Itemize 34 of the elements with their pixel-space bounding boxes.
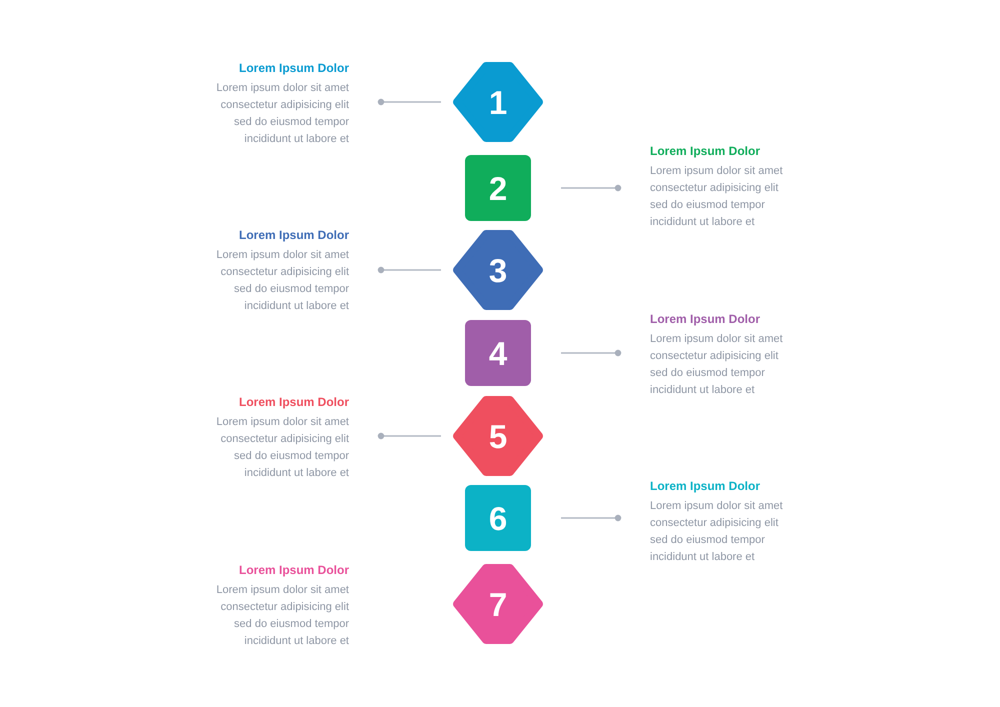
step-heading: Lorem Ipsum Dolor — [238, 394, 349, 410]
leader-line — [561, 184, 622, 192]
step-number: 6 — [488, 502, 508, 534]
step-heading: Lorem Ipsum Dolor — [650, 310, 760, 328]
step-heading: Lorem Ipsum Dolor — [238, 60, 349, 76]
step-hexagon — [453, 62, 543, 142]
step-square — [465, 320, 531, 386]
step-square — [465, 155, 531, 221]
step-square — [465, 485, 531, 551]
step-hexagon — [453, 396, 543, 476]
step-hexagon — [453, 564, 543, 644]
step-description: Lorem ipsum dolor sit amet consectetur adipisicing elit sed do eiusmod tempor incididunt ut labore et — [215, 80, 349, 146]
step-number: 4 — [488, 336, 508, 370]
step-description: Lorem ipsum dolor sit amet consectetur adipisicing elit sed do eiusmod tempor incididunt ut labore et — [650, 164, 784, 230]
step-number: 1 — [488, 86, 508, 118]
step-description: Lorem ipsum dolor sit amet consectetur adipisicing elit sed do eiusmod tempor incididunt ut labore et — [650, 332, 784, 398]
step-heading: Lorem Ipsum Dolor — [238, 226, 349, 244]
step-number: 5 — [488, 420, 508, 452]
step-heading: Lorem Ipsum Dolor — [650, 142, 760, 160]
step-description: Lorem ipsum dolor sit amet consectetur adipisicing elit sed do eiusmod tempor incididunt ut labore et — [215, 582, 349, 648]
step-hexagon — [453, 230, 543, 310]
step-number: 7 — [488, 588, 508, 620]
step-heading: Lorem Ipsum Dolor — [650, 478, 760, 494]
leader-line — [378, 432, 441, 440]
step-number: 3 — [488, 254, 508, 286]
step-description: Lorem ipsum dolor sit amet consectetur adipisicing elit sed do eiusmod tempor incididunt ut labore et — [215, 248, 349, 314]
leader-line — [378, 98, 441, 106]
leader-line — [378, 266, 441, 274]
step-heading: Lorem Ipsum Dolor — [238, 562, 349, 578]
step-description: Lorem ipsum dolor sit amet consectetur adipisicing elit sed do eiusmod tempor incididunt ut labore et — [650, 498, 784, 564]
step-description: Lorem ipsum dolor sit amet consectetur adipisicing elit sed do eiusmod tempor incididunt ut labore et — [215, 414, 349, 480]
leader-line — [561, 350, 622, 356]
step-number: 2 — [488, 172, 508, 204]
leader-line — [561, 514, 622, 522]
